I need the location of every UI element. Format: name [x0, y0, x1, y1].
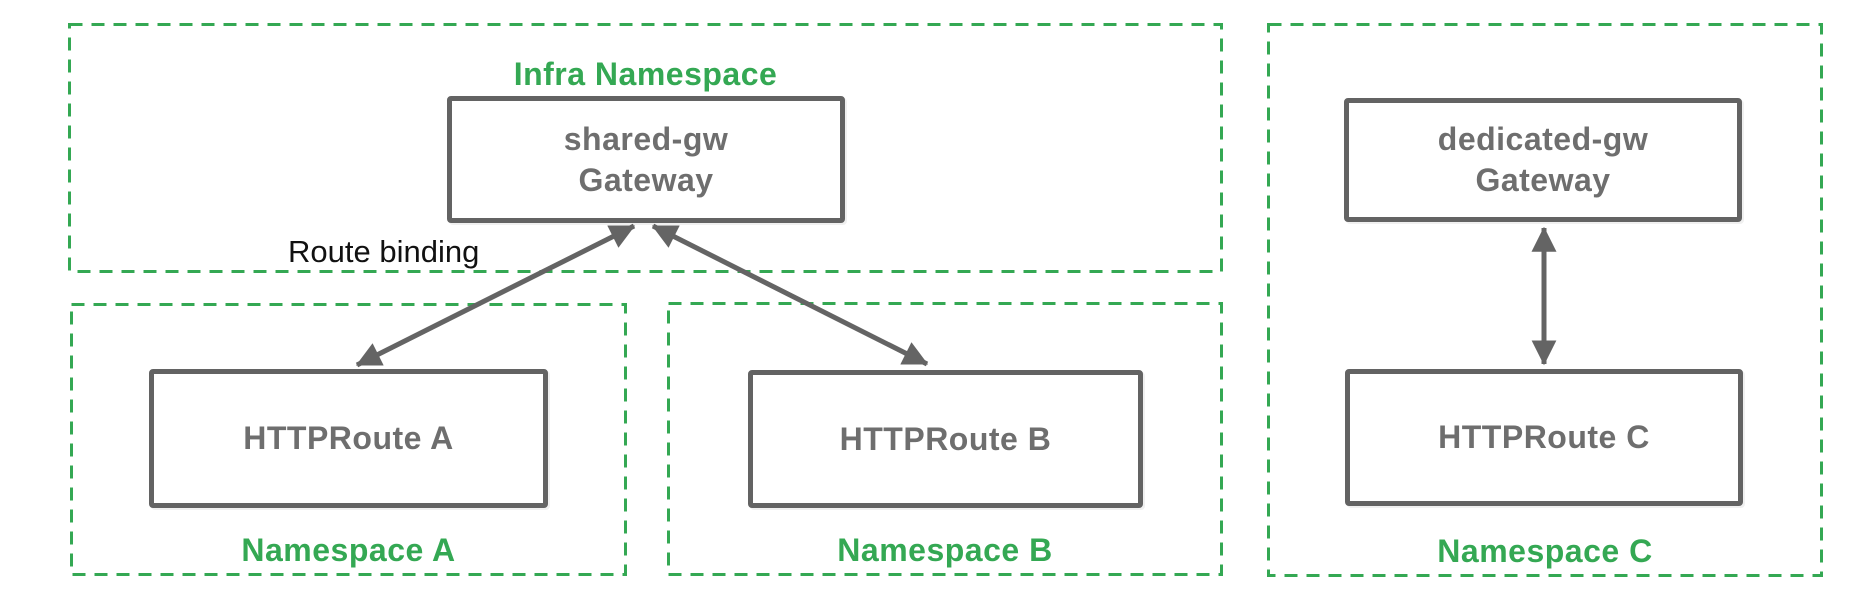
- shared-gateway-name: shared-gw: [563, 120, 729, 157]
- dedicated-gateway-name: dedicated-gw: [1437, 121, 1649, 157]
- httproute-c-label: HTTPRoute C: [1438, 419, 1650, 455]
- shared-gateway-box-label: shared-gw Gateway: [564, 119, 729, 201]
- shared-gateway-kind: Gateway: [578, 161, 714, 198]
- namespace-a-region: Namespace A: [70, 303, 627, 576]
- namespace-c-region: Namespace C: [1267, 23, 1823, 577]
- httproute-a-label: HTTPRoute A: [243, 420, 454, 456]
- infra-namespace-label: Infra Namespace: [513, 56, 778, 92]
- httproute-c-box: HTTPRoute C: [1345, 369, 1743, 506]
- dedicated-gateway-kind: Gateway: [1475, 162, 1611, 198]
- dedicated-gateway-box-label: dedicated-gw Gateway: [1438, 119, 1648, 201]
- dedicated-gateway-box: dedicated-gw Gateway: [1344, 98, 1742, 222]
- namespace-a-label: Namespace A: [241, 532, 456, 568]
- infra-namespace-region: Infra Namespace: [68, 23, 1223, 273]
- namespace-c-label: Namespace C: [1437, 533, 1653, 569]
- namespace-b-region: Namespace B: [667, 302, 1223, 576]
- httproute-b-label: HTTPRoute B: [839, 420, 1052, 457]
- shared-gateway-box: shared-gw Gateway: [447, 96, 845, 223]
- namespace-b-label: Namespace B: [837, 532, 1053, 568]
- route-binding-annotation: Route binding: [288, 234, 480, 269]
- httproute-b-box: HTTPRoute B: [748, 370, 1143, 508]
- httproute-a-box: HTTPRoute A: [149, 369, 548, 508]
